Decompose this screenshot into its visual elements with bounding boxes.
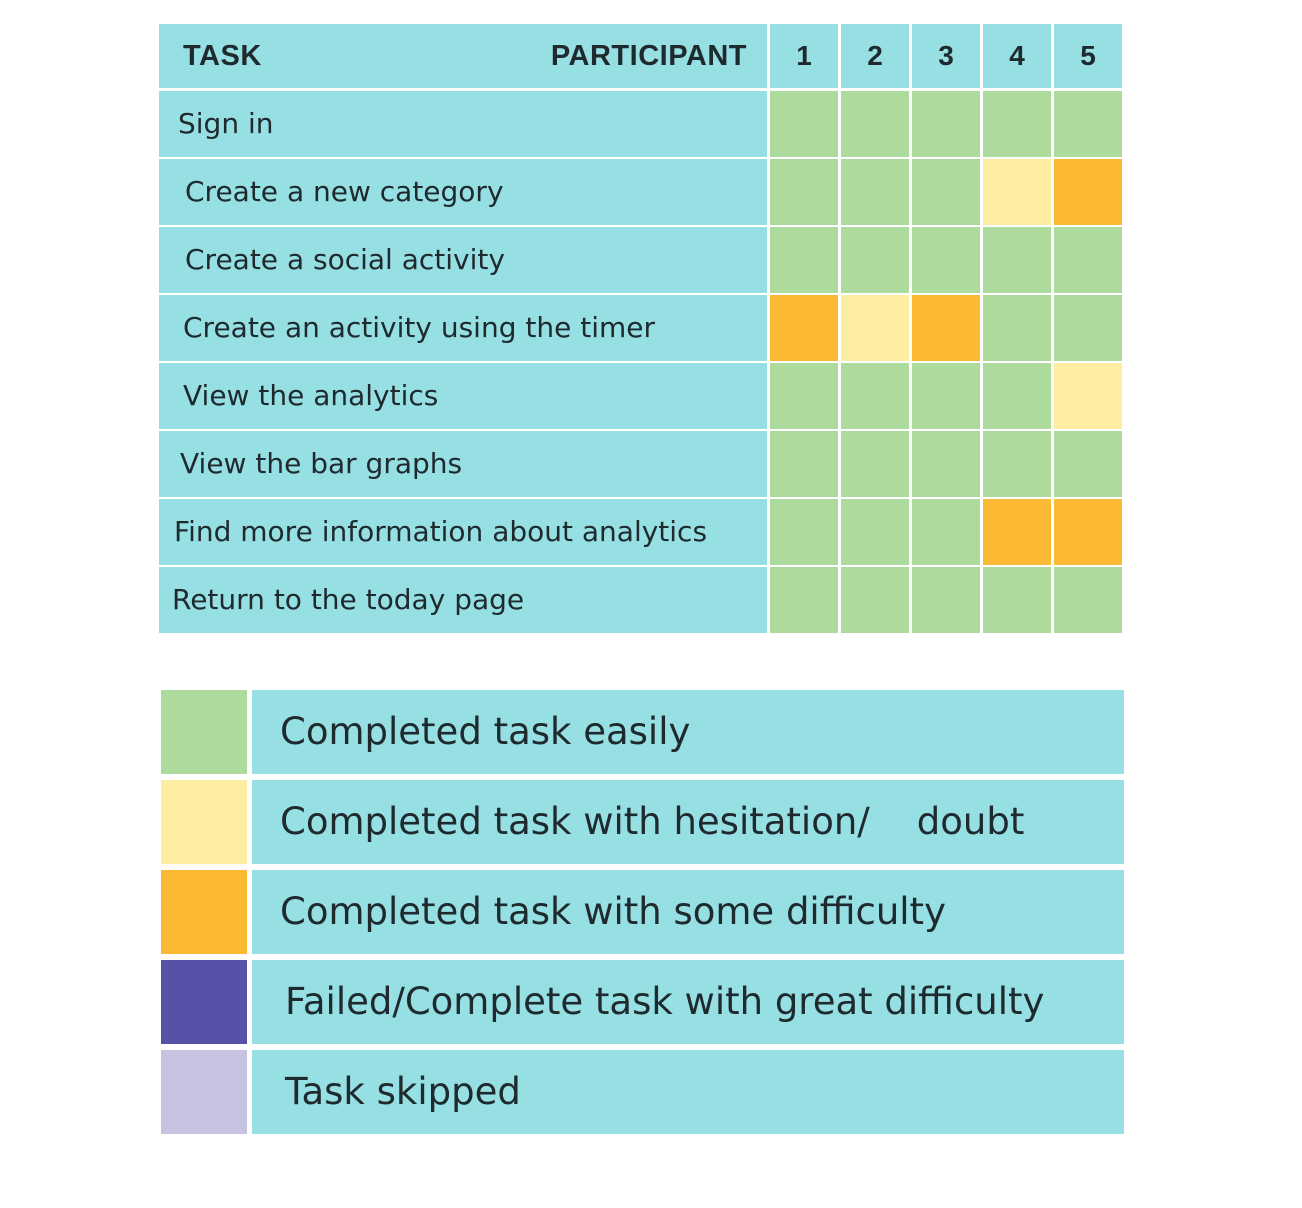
result-cell bbox=[983, 91, 1051, 157]
task-label-cell: View the bar graphs bbox=[159, 431, 767, 497]
participant-header-cell: 4 bbox=[983, 24, 1051, 88]
task-label-cell: View the analytics bbox=[159, 363, 767, 429]
legend-swatch bbox=[161, 870, 247, 954]
task-label-cell: Sign in bbox=[159, 91, 767, 157]
result-cell bbox=[912, 295, 980, 361]
header-label-cell: TASK PARTICIPANT bbox=[159, 24, 767, 88]
result-cell bbox=[841, 363, 909, 429]
legend-swatch bbox=[161, 1050, 247, 1134]
legend-label: Completed task with some difficulty bbox=[280, 890, 946, 933]
result-cell bbox=[770, 91, 838, 157]
legend-label-bar bbox=[252, 1050, 1124, 1134]
result-cell bbox=[983, 295, 1051, 361]
result-cell bbox=[841, 227, 909, 293]
task-label-cell: Find more information about analytics bbox=[159, 499, 767, 565]
result-cell bbox=[1054, 431, 1122, 497]
result-cell bbox=[983, 363, 1051, 429]
participant-header-cell: 2 bbox=[841, 24, 909, 88]
legend-label: Task skipped bbox=[285, 1070, 521, 1113]
result-cell bbox=[770, 227, 838, 293]
task-label-cell: Create a social activity bbox=[159, 227, 767, 293]
result-cell bbox=[1054, 159, 1122, 225]
task-label: Create an activity using the timer bbox=[183, 311, 656, 344]
task-label: Return to the today page bbox=[172, 583, 525, 616]
result-cell bbox=[1054, 91, 1122, 157]
result-cell bbox=[770, 567, 838, 633]
result-cell bbox=[912, 431, 980, 497]
participant-number: 1 bbox=[796, 40, 812, 71]
task-column-header: TASK bbox=[183, 40, 262, 72]
participant-number: 4 bbox=[1009, 40, 1025, 71]
result-cell bbox=[841, 499, 909, 565]
participant-number: 5 bbox=[1080, 40, 1096, 71]
result-cell bbox=[770, 363, 838, 429]
result-cell bbox=[770, 431, 838, 497]
task-label: Find more information about analytics bbox=[174, 515, 708, 548]
result-cell bbox=[1054, 363, 1122, 429]
result-cell bbox=[1054, 499, 1122, 565]
legend-label: Failed/Complete task with great difficul… bbox=[285, 980, 1045, 1023]
participant-header-cell: 3 bbox=[912, 24, 980, 88]
legend-label-bar bbox=[252, 870, 1124, 954]
task-label: Sign in bbox=[178, 107, 274, 140]
result-cell bbox=[841, 91, 909, 157]
task-label-cell: Return to the today page bbox=[159, 567, 767, 633]
legend-swatch bbox=[161, 960, 247, 1044]
legend-label: Completed task with hesitation/ doubt bbox=[280, 800, 1025, 843]
result-cell bbox=[983, 159, 1051, 225]
result-cell bbox=[983, 227, 1051, 293]
legend-label: Completed task easily bbox=[280, 710, 691, 753]
participant-number: 2 bbox=[867, 40, 883, 71]
result-cell bbox=[912, 91, 980, 157]
legend-label-bar bbox=[252, 960, 1124, 1044]
legend-label-bar bbox=[252, 690, 1124, 774]
task-label: View the bar graphs bbox=[180, 447, 463, 480]
result-cell bbox=[841, 159, 909, 225]
task-label: Create a social activity bbox=[185, 243, 505, 276]
result-cell bbox=[912, 567, 980, 633]
result-cell bbox=[1054, 567, 1122, 633]
result-cell bbox=[1054, 295, 1122, 361]
result-cell bbox=[983, 431, 1051, 497]
legend-swatch bbox=[161, 690, 247, 774]
result-cell bbox=[912, 363, 980, 429]
result-cell bbox=[841, 431, 909, 497]
legend-swatch bbox=[161, 780, 247, 864]
task-label-cell: Create a new category bbox=[159, 159, 767, 225]
participant-header-cell: 1 bbox=[770, 24, 838, 88]
result-cell bbox=[912, 159, 980, 225]
result-cell bbox=[841, 295, 909, 361]
task-label: View the analytics bbox=[183, 379, 439, 412]
result-cell bbox=[983, 567, 1051, 633]
legend-label-bar bbox=[252, 780, 1124, 864]
result-cell bbox=[770, 295, 838, 361]
task-label-cell: Create an activity using the timer bbox=[159, 295, 767, 361]
result-cell bbox=[770, 159, 838, 225]
result-cell bbox=[983, 499, 1051, 565]
result-cell bbox=[1054, 227, 1122, 293]
task-label: Create a new category bbox=[185, 175, 504, 208]
result-cell bbox=[770, 499, 838, 565]
result-cell bbox=[912, 227, 980, 293]
participant-number: 3 bbox=[938, 40, 954, 71]
result-cell bbox=[912, 499, 980, 565]
participant-header-cell: 5 bbox=[1054, 24, 1122, 88]
participant-column-header: PARTICIPANT bbox=[550, 40, 747, 72]
result-cell bbox=[841, 567, 909, 633]
